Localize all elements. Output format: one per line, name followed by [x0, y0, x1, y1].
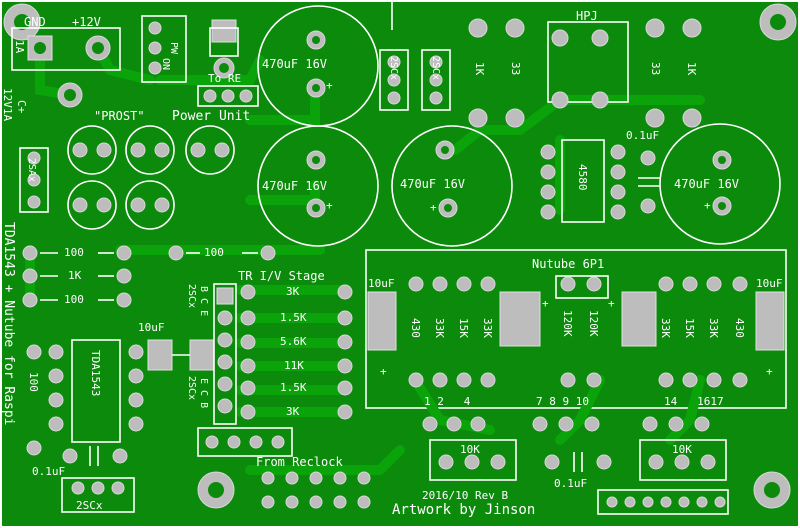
- hpj-section: [379, 18, 702, 223]
- pot-10k-left: 10K: [460, 443, 480, 456]
- power-unit-label: Power Unit: [172, 109, 251, 124]
- r100-vertical: 100: [27, 372, 40, 392]
- cap-470-2: 470uF 16V: [262, 179, 328, 193]
- plus-4: +: [704, 199, 711, 212]
- nutube-pins-mid: 7 8 9 10: [536, 395, 589, 408]
- tr-r1: 3K: [286, 285, 300, 298]
- nutube-r-r1: 33K: [659, 318, 672, 338]
- left-resistors: [22, 245, 276, 308]
- nutube-plus-3: +: [608, 297, 615, 310]
- prost-diodes: [19, 125, 235, 230]
- to-re-header: [197, 85, 259, 107]
- tr-r4: 11K: [284, 359, 304, 372]
- bce-label: B C E: [198, 286, 209, 317]
- tr-iv-resistors: [240, 284, 353, 420]
- nutube-r-m2: 120K: [587, 310, 600, 337]
- to-re-label: To RE: [208, 72, 242, 85]
- nutube-r-m1: 120K: [561, 310, 574, 337]
- tr-r3: 5.6K: [280, 335, 307, 348]
- hpj-1k-left: 1K: [473, 62, 486, 76]
- current-label: 1A: [13, 40, 26, 54]
- nutube-r-l4: 33K: [481, 318, 494, 338]
- diode-2sax-label: 2SAx: [26, 158, 37, 183]
- cap-01uf-bottom: 0.1uF: [554, 477, 588, 490]
- big-capacitors: [257, 5, 781, 247]
- tda-chip-label: TDA1543: [89, 350, 102, 397]
- iv-2scx-top: 2SCx: [186, 284, 197, 309]
- cap-470-4: 470uF 16V: [674, 177, 740, 191]
- r100-a: 100: [64, 246, 84, 259]
- prost-label: "PROST": [94, 109, 145, 123]
- pot-10k-right: 10K: [672, 443, 692, 456]
- power-connector: [11, 27, 121, 108]
- power-switch: [141, 15, 239, 83]
- nutube-title: Nutube 6P1: [532, 257, 605, 271]
- v12-label: +12V: [72, 15, 101, 29]
- pw-label: PW: [168, 42, 179, 55]
- r100-b: 100: [64, 293, 84, 306]
- r1k: 1K: [68, 269, 82, 282]
- nutube-frame: [365, 249, 787, 409]
- iv-transistors: [147, 283, 237, 425]
- cap-10uf-nutube-right: 10uF: [756, 277, 783, 290]
- nutube-plus-2: +: [542, 297, 549, 310]
- opamp-4580: 4580: [576, 164, 589, 191]
- nutube-r-r3: 33K: [707, 318, 720, 338]
- nutube-r-l2: 33K: [433, 318, 446, 338]
- tr-r5: 1.5K: [280, 381, 307, 394]
- tda1543-chip: [26, 339, 144, 513]
- artwork-credit: Artwork by Jinson: [392, 502, 536, 518]
- nutube-pins-right: 14 1617: [664, 395, 724, 408]
- hpj-title: HPJ: [576, 9, 598, 23]
- tr-r2: 1.5K: [280, 311, 307, 324]
- cap-01uf-top: 0.1uF: [626, 129, 660, 142]
- nutube-r-r4: 430: [733, 318, 746, 338]
- cap-10uf-left: 10uF: [138, 321, 165, 334]
- cap-470-3: 470uF 16V: [400, 177, 466, 191]
- revision-label: 2016/10 Rev B: [422, 489, 509, 502]
- hpj-33-right: 33: [649, 62, 662, 76]
- ecb-label: E C B: [198, 378, 209, 409]
- tr-iv-title: TR I/V Stage: [238, 269, 325, 283]
- from-reclock-header: [197, 427, 371, 509]
- tr-r6: 3K: [286, 405, 300, 418]
- plus-1: +: [326, 79, 333, 92]
- hpj-2scx-a: 2SCx: [388, 56, 399, 81]
- mounting-holes: [3, 3, 797, 509]
- hpj-33-left: 33: [509, 62, 522, 76]
- cap-10uf-nutube-left: 10uF: [368, 277, 395, 290]
- nutube-r-l3: 15K: [457, 318, 470, 338]
- nutube-r-l1: 430: [409, 318, 422, 338]
- hpj-1k-right: 1K: [685, 62, 698, 76]
- board-title: TDA1543 + Nutube for Raspi: [1, 222, 16, 426]
- c-plus-label: C+: [15, 100, 28, 114]
- nutube-section: [367, 275, 785, 515]
- nutube-plus-1: +: [380, 365, 387, 378]
- plus-2: +: [326, 199, 333, 212]
- spec-label: 12V1A: [1, 88, 14, 122]
- hpj-2scx-b: 2SCx: [430, 56, 441, 81]
- plus-3: +: [430, 201, 437, 214]
- gnd-label: GND: [24, 15, 46, 29]
- from-reclock-label: From Reclock: [256, 455, 343, 469]
- on-label: ON: [160, 58, 171, 71]
- nutube-r-r2: 15K: [683, 318, 696, 338]
- r100-c: 100: [204, 246, 224, 259]
- cap-470-1: 470uF 16V: [262, 57, 328, 71]
- cap-01uf-left: 0.1uF: [32, 465, 66, 478]
- t2scx-bottom: 2SCx: [76, 499, 103, 512]
- nutube-plus-4: +: [766, 365, 773, 378]
- nutube-pins-left: 1 2 4: [424, 395, 471, 408]
- iv-2scx-bottom: 2SCx: [186, 376, 197, 401]
